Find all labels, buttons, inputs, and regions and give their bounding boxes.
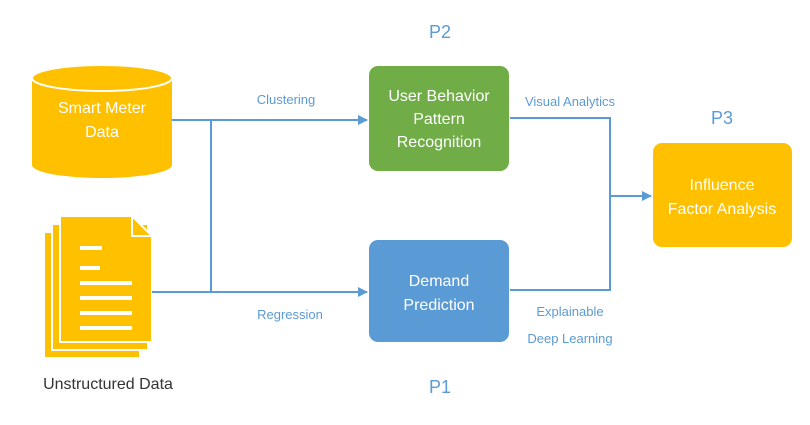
unstructured-data-label: Unstructured Data (43, 376, 173, 393)
user-behavior-pattern-recognition-box: User Behavior Pattern Recognition (369, 66, 509, 171)
influence-factor-analysis-box: Influence Factor Analysis (653, 143, 792, 247)
phase-label-p3: P3 (711, 108, 733, 128)
edge-label-clustering: Clustering (257, 92, 316, 107)
demand-prediction-box: Demand Prediction (369, 240, 509, 342)
phase-label-p2: P2 (429, 22, 451, 42)
user-behavior-label-line2: Pattern (413, 111, 465, 128)
document-stack-icon (43, 215, 153, 359)
edge-label-visual-analytics: Visual Analytics (525, 94, 616, 109)
user-behavior-label-line1: User Behavior (388, 88, 490, 105)
connectors (152, 115, 652, 297)
edge-label-regression: Regression (257, 307, 323, 322)
edge-label-explainable-line1: Explainable (536, 304, 603, 319)
phase-label-p1: P1 (429, 377, 451, 397)
user-behavior-label-line3: Recognition (397, 134, 482, 151)
smart-meter-label-line2: Data (85, 124, 119, 141)
connector-user-behavior-out (510, 117, 611, 291)
demand-label-line1: Demand (409, 273, 469, 290)
smart-meter-database: Smart Meter Data (31, 64, 173, 178)
influence-label-line1: Influence (690, 177, 755, 194)
database-cylinder-icon (31, 64, 173, 178)
demand-label-line2: Prediction (403, 297, 474, 314)
influence-label-line2: Factor Analysis (668, 201, 776, 218)
edge-label-explainable-line2: Deep Learning (527, 331, 612, 346)
smart-meter-label-line1: Smart Meter (58, 100, 147, 117)
